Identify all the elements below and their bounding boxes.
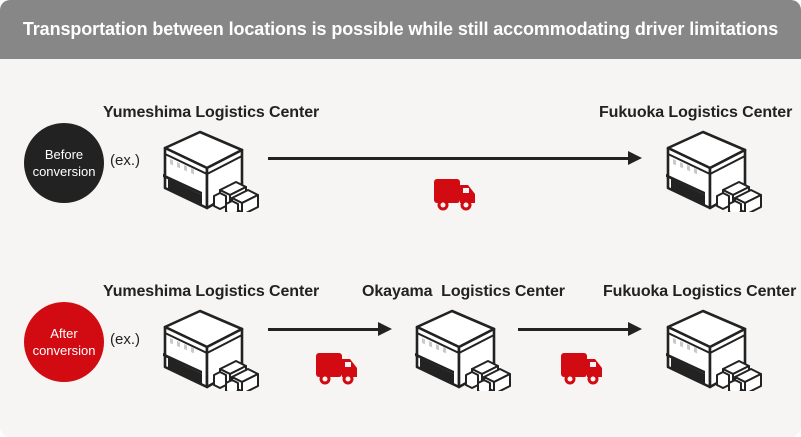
before-destination-label: Fukuoka Logistics Center bbox=[599, 104, 793, 121]
before-badge-line1: Before bbox=[44, 147, 84, 162]
before-conversion-badge: Before conversion bbox=[24, 123, 104, 203]
before-example-label: (ex.) bbox=[110, 152, 140, 169]
before-arrow bbox=[268, 151, 642, 165]
after-badge-line2: conversion bbox=[32, 343, 96, 358]
after-badge-line1: After bbox=[50, 326, 78, 341]
warehouse-icon bbox=[412, 309, 512, 391]
after-relay-label: Okayama Logistics Center bbox=[362, 283, 565, 300]
before-origin-label: Yumeshima Logistics Center bbox=[103, 104, 320, 121]
after-conversion-badge: After conversion bbox=[24, 302, 104, 382]
warehouse-icon bbox=[160, 309, 260, 391]
truck-icon bbox=[561, 353, 603, 385]
truck-icon bbox=[316, 353, 358, 385]
diagram-title: Transportation between locations is poss… bbox=[0, 0, 801, 59]
after-arrow-1 bbox=[268, 322, 392, 336]
after-destination-label: Fukuoka Logistics Center bbox=[603, 283, 797, 300]
warehouse-icon bbox=[663, 309, 763, 391]
before-badge-line2: conversion bbox=[32, 164, 96, 179]
warehouse-icon bbox=[160, 130, 260, 212]
after-example-label: (ex.) bbox=[110, 331, 140, 348]
after-origin-label: Yumeshima Logistics Center bbox=[103, 283, 320, 300]
truck-icon bbox=[434, 179, 476, 211]
warehouse-icon bbox=[663, 130, 763, 212]
after-arrow-2 bbox=[518, 322, 642, 336]
